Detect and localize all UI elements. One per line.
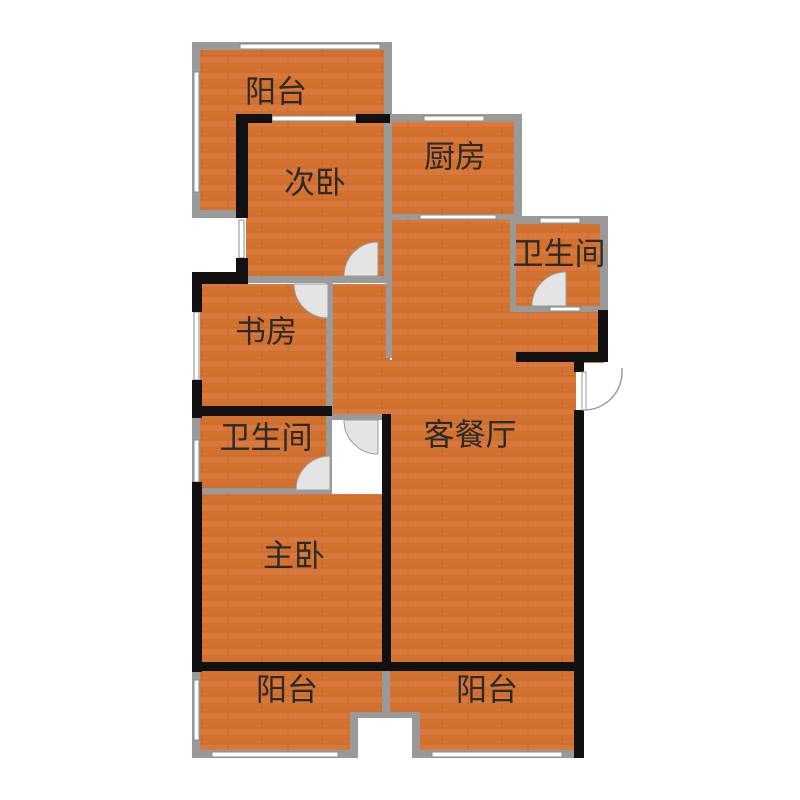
- door-entrance-leaf: [581, 371, 587, 411]
- floor-corridor: [330, 284, 390, 414]
- doors: [293, 241, 567, 491]
- label-balcony-bottom-right: 阳台: [456, 673, 518, 709]
- door-entrance: [583, 368, 623, 411]
- window: [239, 43, 381, 50]
- window: [271, 115, 357, 122]
- window: [193, 71, 200, 193]
- window: [193, 439, 200, 483]
- label-bathroom-west: 卫生间: [220, 421, 313, 457]
- floor-living-north: [392, 218, 516, 363]
- door-secondary-bedroom: [343, 241, 379, 277]
- label-secondary-bedroom: 次卧: [284, 166, 346, 202]
- window: [238, 219, 245, 259]
- floor-kitchen: [392, 122, 518, 218]
- door-bathroom-east: [531, 271, 567, 307]
- label-master-bedroom: 主卧: [263, 539, 325, 575]
- window: [423, 115, 485, 122]
- window: [419, 214, 497, 220]
- door-bathroom-west-corridor: [343, 419, 379, 455]
- label-living-dining: 客餐厅: [424, 418, 517, 454]
- label-balcony-top: 阳台: [245, 75, 307, 111]
- label-bathroom-east: 卫生间: [513, 237, 606, 273]
- window: [193, 311, 200, 381]
- window: [539, 217, 581, 224]
- label-kitchen: 厨房: [424, 140, 486, 176]
- window: [193, 679, 200, 741]
- room-labels: 阳台 次卧 厨房 卫生间 书房 卫生间 客餐厅 主卧 阳台 阳台: [220, 75, 606, 709]
- window: [549, 306, 581, 312]
- bearing-walls: [192, 114, 608, 758]
- floor-living-dining: [388, 360, 576, 666]
- door-study: [293, 283, 329, 319]
- label-balcony-bottom-left: 阳台: [256, 673, 318, 709]
- label-study: 书房: [235, 315, 297, 351]
- door-master-bathroom: [295, 455, 331, 491]
- floor-master-bedroom: [200, 494, 386, 666]
- window: [431, 751, 563, 758]
- floors: [200, 50, 604, 756]
- floor-entry-notch: [352, 712, 414, 756]
- window: [211, 751, 339, 758]
